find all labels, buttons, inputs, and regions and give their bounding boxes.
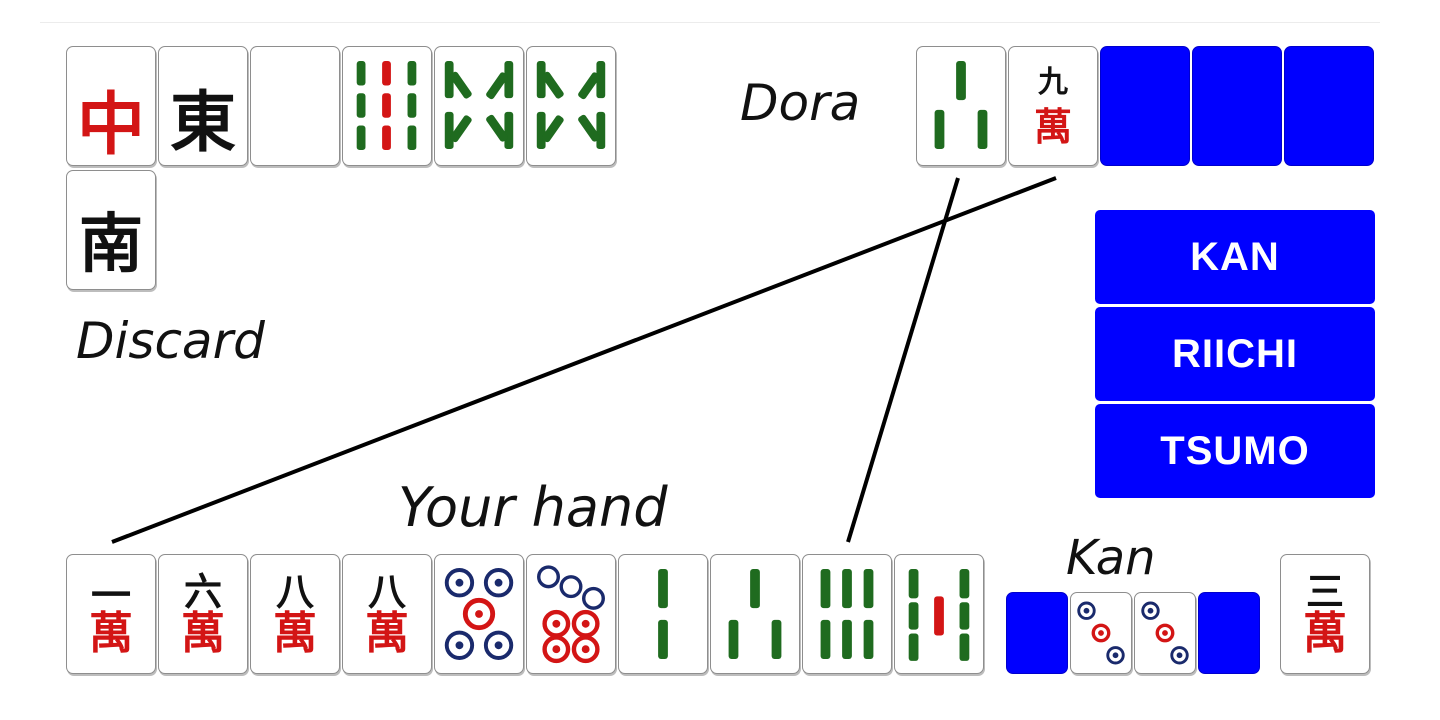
hand-tile-7[interactable] bbox=[618, 554, 708, 674]
hand-tile-4[interactable]: 八 萬 bbox=[342, 554, 432, 674]
drawn-tile[interactable]: 三 萬 bbox=[1280, 554, 1370, 674]
man-glyph: 萬 bbox=[365, 608, 409, 659]
your-hand-label: Your hand bbox=[398, 476, 668, 539]
man-glyph: 萬 bbox=[1303, 608, 1347, 659]
dora-tile-2: 九 萬 bbox=[1008, 46, 1098, 166]
man-glyph: 萬 bbox=[181, 608, 225, 659]
discard-tile-1: 中 bbox=[66, 46, 156, 166]
hand-tile-10[interactable] bbox=[894, 554, 984, 674]
numeral-glyph: 六 bbox=[183, 569, 222, 614]
man-glyph: 萬 bbox=[273, 608, 317, 659]
discard-tile-3 bbox=[250, 46, 340, 166]
tsumo-button[interactable]: TSUMO bbox=[1095, 404, 1375, 498]
dora-label: Dora bbox=[740, 74, 861, 132]
hand-tile-2[interactable]: 六 萬 bbox=[158, 554, 248, 674]
numeral-glyph: 九 bbox=[1038, 65, 1068, 100]
dots-3-icon bbox=[1077, 601, 1125, 665]
man-glyph: 萬 bbox=[89, 608, 133, 659]
dora-back-tile-3 bbox=[1284, 46, 1374, 166]
hand-tile-3[interactable]: 八 萬 bbox=[250, 554, 340, 674]
discard-label: Discard bbox=[76, 312, 265, 370]
dots-7-icon bbox=[537, 565, 605, 664]
discard-tile-5 bbox=[434, 46, 524, 166]
riichi-button[interactable]: RIICHI bbox=[1095, 307, 1375, 401]
kan-label: Kan bbox=[1066, 530, 1156, 586]
bamboo-3-icon bbox=[728, 569, 782, 659]
dora-link-line-2 bbox=[846, 177, 960, 543]
numeral-glyph: 三 bbox=[1305, 569, 1344, 614]
discard-tile-7: 南 bbox=[66, 170, 156, 290]
kan-tile-2 bbox=[1070, 592, 1132, 674]
hand-tile-9[interactable] bbox=[802, 554, 892, 674]
numeral-glyph: 八 bbox=[367, 569, 406, 614]
numeral-glyph: 一 bbox=[91, 572, 131, 619]
hand-tile-5[interactable] bbox=[434, 554, 524, 674]
kan-button[interactable]: KAN bbox=[1095, 210, 1375, 304]
kan-back-tile-1 bbox=[1006, 592, 1068, 674]
hand-tile-6[interactable] bbox=[526, 554, 616, 674]
numeral-glyph: 八 bbox=[275, 569, 314, 614]
top-divider bbox=[40, 22, 1380, 23]
dots-3-icon bbox=[1141, 601, 1189, 665]
discard-tile-4 bbox=[342, 46, 432, 166]
dora-tile-1 bbox=[916, 46, 1006, 166]
bamboo-8-icon bbox=[444, 61, 514, 150]
man-glyph: 萬 bbox=[1033, 104, 1072, 149]
discard-tile-6 bbox=[526, 46, 616, 166]
discard-tile-2: 東 bbox=[158, 46, 248, 166]
dora-back-tile-2 bbox=[1192, 46, 1282, 166]
bamboo-2-icon bbox=[658, 569, 668, 659]
bamboo-6-icon bbox=[820, 569, 874, 659]
south-wind-glyph: 南 bbox=[79, 207, 143, 282]
kan-back-tile-4 bbox=[1198, 592, 1260, 674]
bamboo-9-icon bbox=[356, 61, 417, 150]
bamboo-8-icon bbox=[536, 61, 606, 150]
red-dragon-glyph: 中 bbox=[76, 85, 145, 165]
bamboo-7-icon bbox=[908, 569, 970, 661]
hand-tile-1[interactable]: 一 萬 bbox=[66, 554, 156, 674]
kan-tile-3 bbox=[1134, 592, 1196, 674]
hand-tile-8[interactable] bbox=[710, 554, 800, 674]
east-wind-glyph: 東 bbox=[170, 83, 236, 161]
dots-5-icon bbox=[444, 568, 514, 660]
bamboo-3-icon bbox=[934, 61, 988, 150]
dora-back-tile-1 bbox=[1100, 46, 1190, 166]
